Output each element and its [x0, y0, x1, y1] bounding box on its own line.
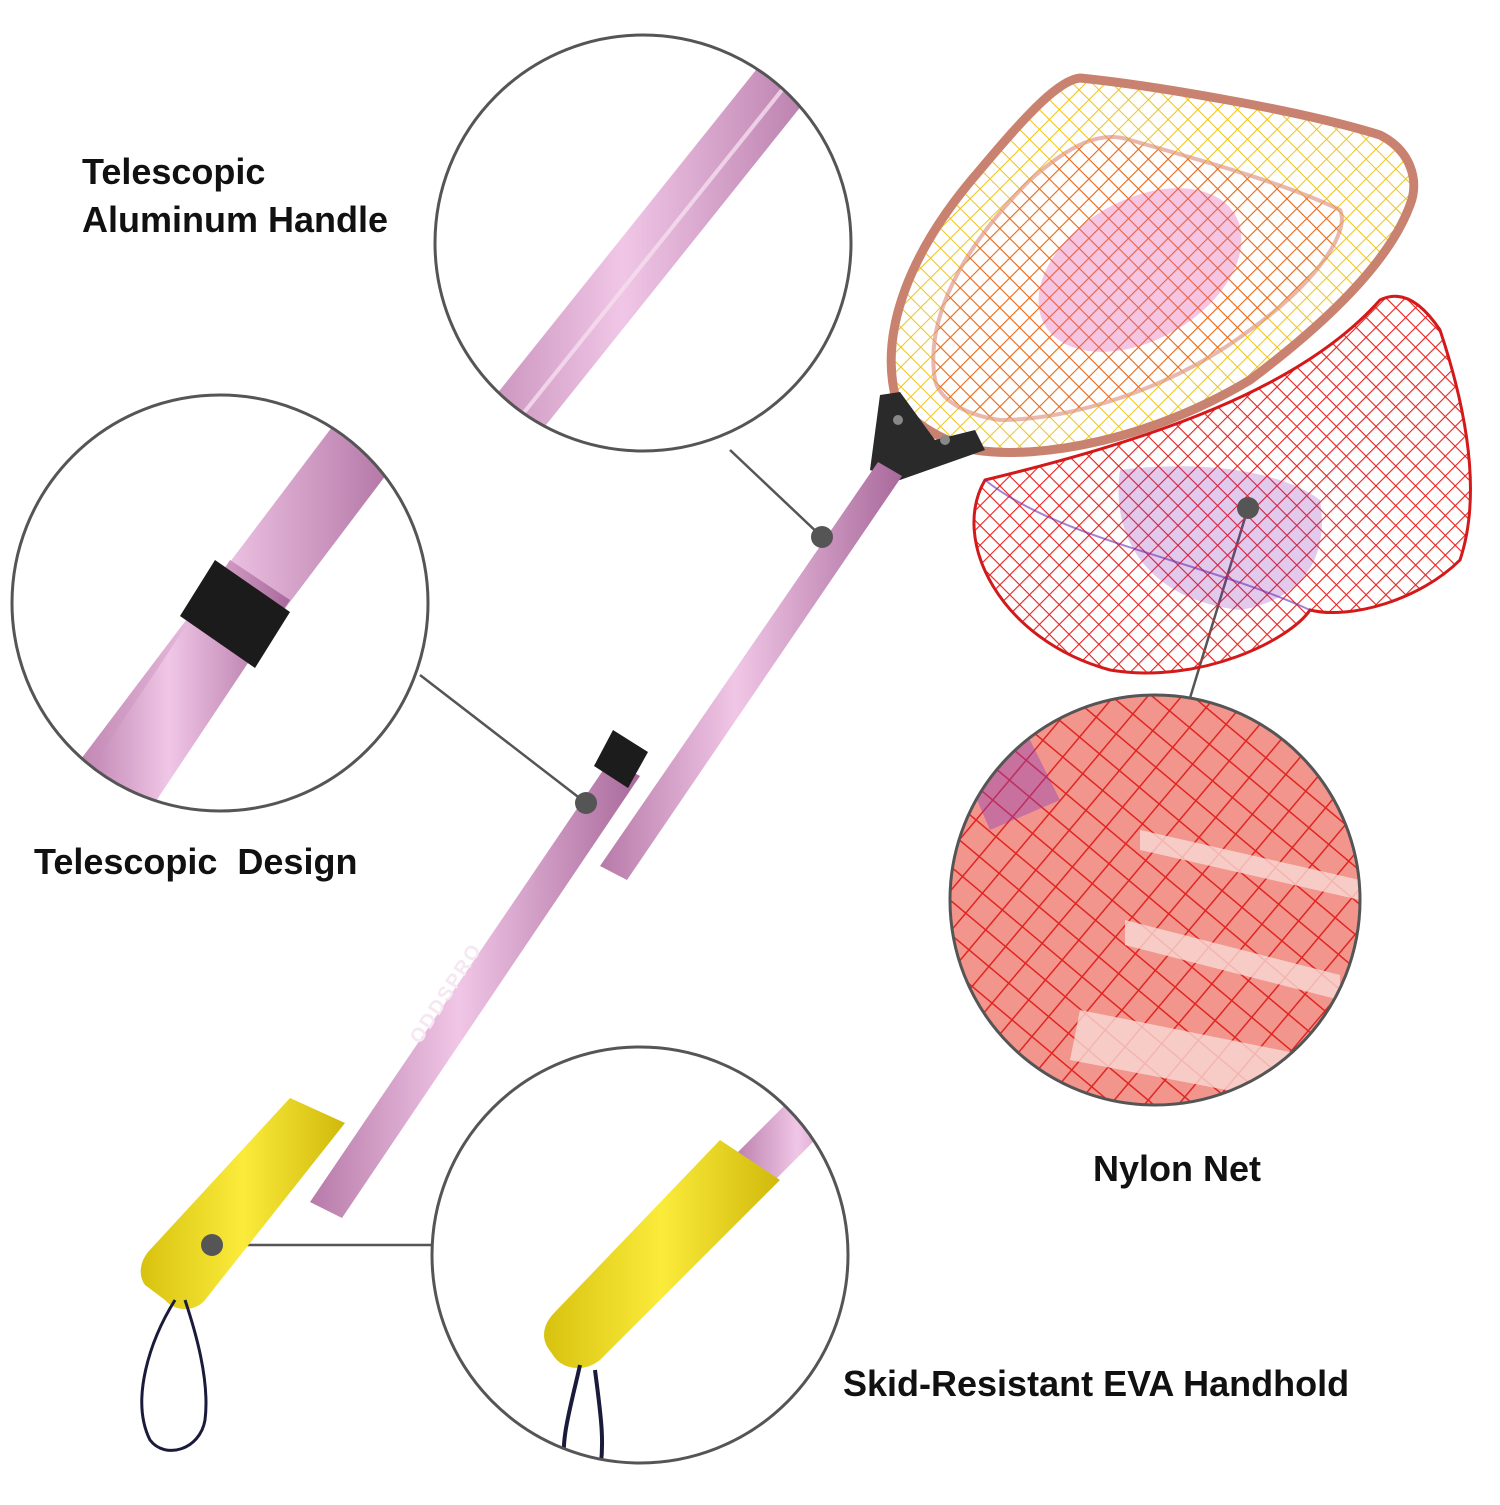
joint-collar	[180, 560, 290, 668]
net-hoop	[886, 73, 1419, 457]
anchor-handle	[811, 526, 833, 548]
net-connector	[870, 392, 985, 480]
feature-label-handle-line2: Aluminum Handle	[82, 199, 389, 240]
feature-label-grip: Skid-Resistant EVA Handhold	[843, 1363, 1350, 1404]
anchor-net	[1237, 497, 1259, 519]
callout-net-closeup	[948, 693, 1362, 1107]
callout-grip-closeup	[430, 1045, 850, 1465]
callout-handle-closeup	[433, 33, 853, 453]
feature-label-design: Telescopic Design	[34, 841, 358, 882]
anchor-grip	[201, 1234, 223, 1256]
callout-design-closeup	[10, 393, 430, 813]
anchor-design	[575, 792, 597, 814]
net-bag	[972, 294, 1472, 675]
callout-anchors	[201, 497, 1259, 1256]
eva-grip	[140, 1098, 345, 1309]
lanyard	[140, 1299, 208, 1452]
feature-label-handle-line1: Telescopic	[82, 151, 266, 192]
leader-design	[419, 674, 587, 804]
telescopic-pole: ODDSPRO	[310, 462, 902, 1218]
leader-handle	[729, 449, 823, 538]
lock-collar	[594, 730, 648, 788]
feature-label-net: Nylon Net	[1093, 1148, 1262, 1189]
